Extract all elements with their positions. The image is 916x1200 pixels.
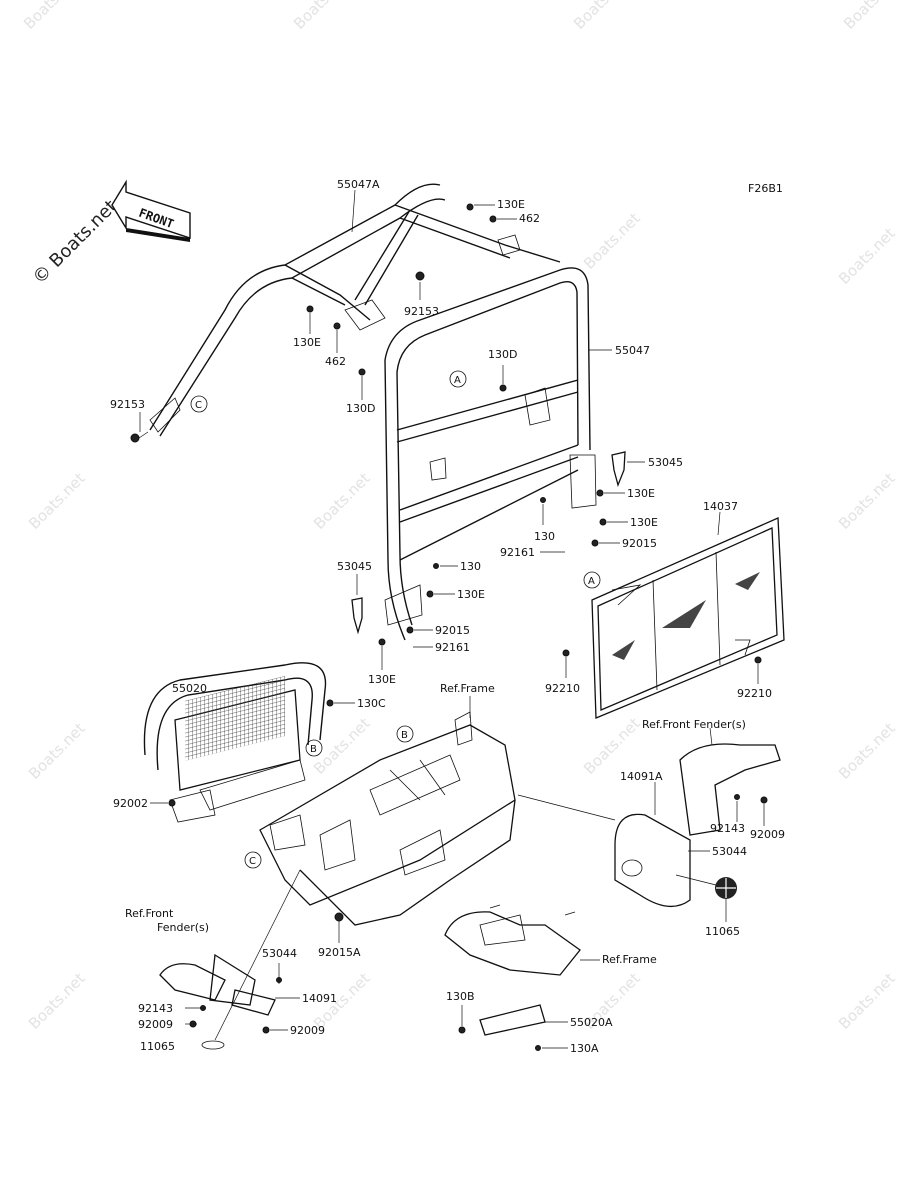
part-label: 53045	[648, 456, 683, 469]
callout-A: A	[454, 375, 461, 386]
part-label: 55020	[172, 682, 207, 695]
part-label: 14037	[703, 500, 738, 513]
rear-screen-14037	[591, 517, 785, 719]
watermark: Boats.net	[580, 714, 644, 778]
ref-labels: Ref.Frame Ref.Front Fender(s) Ref.Frame …	[125, 682, 746, 966]
mesh-panel	[735, 572, 760, 590]
rops-rear-55047	[384, 267, 597, 641]
fender-guard-14091A	[614, 743, 781, 907]
part-label: 11065	[140, 1040, 175, 1053]
part-label: 130E	[293, 336, 321, 349]
skid-plate-55020A	[444, 904, 581, 1036]
watermark: Boats.net	[835, 969, 899, 1033]
diagram-id: F26B1	[748, 182, 783, 195]
part-labels: 55047A 130E 462 92153 130E 462 130D 5504…	[110, 178, 785, 1055]
watermark: Boats.net	[290, 0, 354, 33]
watermark: Boats.net	[25, 469, 89, 533]
ref-label: Ref.Frame	[602, 953, 657, 966]
watermark: Boats.net	[580, 209, 644, 273]
grommet-11065-icon	[715, 877, 737, 899]
part-label: 92143	[138, 1002, 173, 1015]
callout-B: B	[310, 744, 317, 755]
part-label: 53045	[337, 560, 372, 573]
part-label: 130A	[570, 1042, 599, 1055]
part-label: 130E	[457, 588, 485, 601]
rops-top-55047A	[149, 183, 561, 437]
part-label: 14091A	[620, 770, 663, 783]
part-label: 130	[534, 530, 555, 543]
part-label: 92009	[750, 828, 785, 841]
ref-label: Ref.Frame	[440, 682, 495, 695]
part-label: 130E	[497, 198, 525, 211]
watermark: Boats.net	[25, 719, 89, 783]
part-label: 53044	[712, 845, 747, 858]
watermark-main: © Boats.net	[29, 196, 121, 288]
part-label: 55047A	[337, 178, 380, 191]
part-label: 130B	[446, 990, 475, 1003]
part-label: 92002	[113, 797, 148, 810]
part-label: 92143	[710, 822, 745, 835]
main-frame	[259, 711, 516, 926]
part-label: 130E	[630, 516, 658, 529]
leader-lines	[138, 189, 765, 1049]
watermark: Boats.net	[835, 224, 899, 288]
part-label: 130D	[488, 348, 517, 361]
mesh-panel	[612, 640, 635, 660]
part-label: 92015	[622, 537, 657, 550]
part-label: 462	[519, 212, 540, 225]
watermark: Boats.net	[835, 719, 899, 783]
part-label: 92161	[500, 546, 535, 559]
part-label: 92015	[435, 624, 470, 637]
front-guard-55020	[143, 662, 327, 823]
part-label: 130E	[627, 487, 655, 500]
callouts: A C A B B C	[190, 370, 601, 869]
front-arrow-icon: FRONT	[111, 179, 191, 242]
ref-label: Ref.Front	[125, 907, 174, 920]
ref-label: Ref.Front Fender(s)	[642, 718, 746, 731]
part-label: 92009	[138, 1018, 173, 1031]
callout-C: C	[195, 400, 202, 411]
watermarks: Boats.net Boats.net Boats.net Boats.net …	[20, 0, 904, 1033]
part-label: 92161	[435, 641, 470, 654]
part-label: 92210	[737, 687, 772, 700]
callout-C: C	[249, 856, 256, 867]
watermark: Boats.net	[25, 969, 89, 1033]
part-label: 55020A	[570, 1016, 613, 1029]
watermark: Boats.net	[310, 469, 374, 533]
part-label: 130D	[346, 402, 375, 415]
part-label: 92009	[290, 1024, 325, 1037]
mesh-panel	[662, 600, 706, 628]
watermark: Boats.net	[840, 0, 904, 33]
callout-A: A	[588, 576, 595, 587]
latch-53045-icon	[351, 451, 626, 635]
part-label: 14091	[302, 992, 337, 1005]
part-label: 92210	[545, 682, 580, 695]
part-label: 53044	[262, 947, 297, 960]
part-label: 130E	[368, 673, 396, 686]
fender-guard-14091	[159, 953, 276, 1050]
part-label: 130	[460, 560, 481, 573]
ref-label: Fender(s)	[157, 921, 209, 934]
part-label: 92015A	[318, 946, 361, 959]
part-label: 462	[325, 355, 346, 368]
part-label: 130C	[357, 697, 386, 710]
callout-B: B	[401, 730, 408, 741]
watermark: Boats.net	[835, 469, 899, 533]
watermark: Boats.net	[310, 714, 374, 778]
part-label: 55047	[615, 344, 650, 357]
part-label: 92153	[404, 305, 439, 318]
part-label: 11065	[705, 925, 740, 938]
watermark: Boats.net	[20, 0, 84, 33]
watermark: Boats.net	[570, 0, 634, 33]
part-label: 92153	[110, 398, 145, 411]
